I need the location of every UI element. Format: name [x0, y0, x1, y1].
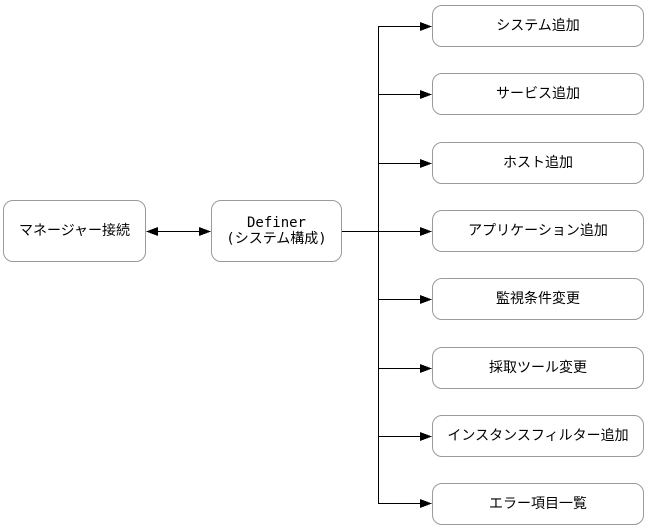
node-target-change-monitor-conditions: 監視条件変更: [432, 278, 644, 320]
node-target-add-application: アプリケーション追加: [432, 210, 644, 252]
node-target-add-host: ホスト追加: [432, 142, 644, 184]
arrowhead-right-icon: [420, 364, 432, 373]
arrowhead-right-icon: [420, 159, 432, 168]
connector-branch-6: [378, 364, 432, 373]
arrowhead-right-icon: [420, 90, 432, 99]
node-label: 監視条件変更: [496, 291, 580, 307]
node-definer: Definer (システム構成): [211, 200, 342, 262]
node-label: 採取ツール変更: [489, 360, 587, 376]
connector-branch-1: [378, 22, 432, 31]
node-target-error-item-list: エラー項目一覧: [432, 483, 644, 525]
connector-branch-8: [378, 499, 432, 508]
node-label-line1: Definer: [246, 215, 306, 231]
node-target-change-collection-tool: 採取ツール変更: [432, 347, 644, 389]
connector-definer-trunk: [342, 26, 379, 504]
connector-manager-definer: [146, 227, 211, 236]
arrowhead-left-icon: [146, 227, 158, 236]
node-target-add-system: システム追加: [432, 5, 644, 47]
node-label: アプリケーション追加: [468, 223, 608, 239]
node-label: インスタンスフィルター追加: [447, 428, 629, 444]
node-manager-connection: マネージャー接続: [3, 200, 146, 262]
node-label: エラー項目一覧: [489, 496, 587, 512]
node-label: ホスト追加: [503, 155, 573, 171]
connector-branch-2: [378, 90, 432, 99]
node-target-add-instance-filter: インスタンスフィルター追加: [432, 415, 644, 457]
connector-branch-7: [378, 432, 432, 441]
arrowhead-right-icon: [420, 22, 432, 31]
node-label: マネージャー接続: [18, 223, 131, 239]
connector-branch-5: [378, 295, 432, 304]
connector-branch-3: [378, 159, 432, 168]
arrowhead-right-icon: [420, 432, 432, 441]
connector-branch-4: [378, 227, 432, 236]
arrowhead-right-icon: [420, 227, 432, 236]
arrowhead-right-icon: [420, 499, 432, 508]
arrowhead-right-icon: [199, 227, 211, 236]
node-label-line2: (システム構成): [226, 231, 327, 247]
node-label: システム追加: [496, 18, 580, 34]
arrowhead-right-icon: [420, 295, 432, 304]
node-target-add-service: サービス追加: [432, 73, 644, 115]
node-label: サービス追加: [496, 86, 580, 102]
